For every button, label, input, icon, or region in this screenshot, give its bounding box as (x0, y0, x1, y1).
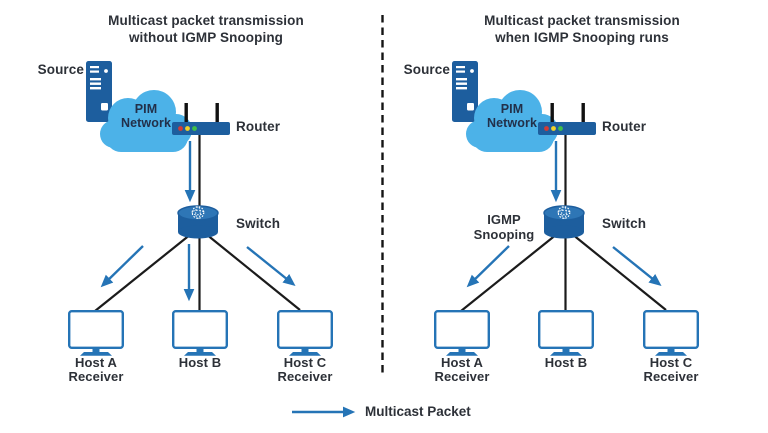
pim-network-cloud-icon (466, 90, 558, 152)
wire-switch-to-host-a (94, 233, 192, 312)
wire-switch-to-host-c (571, 233, 667, 311)
source-server-icon (86, 61, 112, 122)
wire-switch-to-host-c (205, 233, 301, 311)
panel-without-igmp-graphics (67, 61, 333, 357)
multicast-arrow-to-host-c (246, 246, 296, 287)
host-b-monitor-icon (538, 310, 594, 357)
switch-icon (543, 205, 585, 240)
pim-network-cloud-icon (100, 90, 192, 152)
host-b-monitor-icon (171, 310, 229, 357)
multicast-arrow-to-host-a (100, 245, 144, 288)
multicast-arrow-to-host-c (612, 246, 662, 287)
host-a-monitor-icon (434, 310, 490, 357)
host-c-monitor-icon (277, 310, 333, 357)
legend-label: Multicast Packet (365, 404, 471, 419)
panel-with-igmp-graphics (434, 61, 699, 357)
switch-icon (177, 205, 219, 240)
host-c-monitor-icon (643, 310, 699, 357)
wire-switch-to-host-a (460, 233, 558, 312)
multicast-arrow-to-host-a (466, 245, 510, 288)
source-server-icon (452, 61, 478, 122)
host-a-monitor-icon (67, 310, 125, 357)
